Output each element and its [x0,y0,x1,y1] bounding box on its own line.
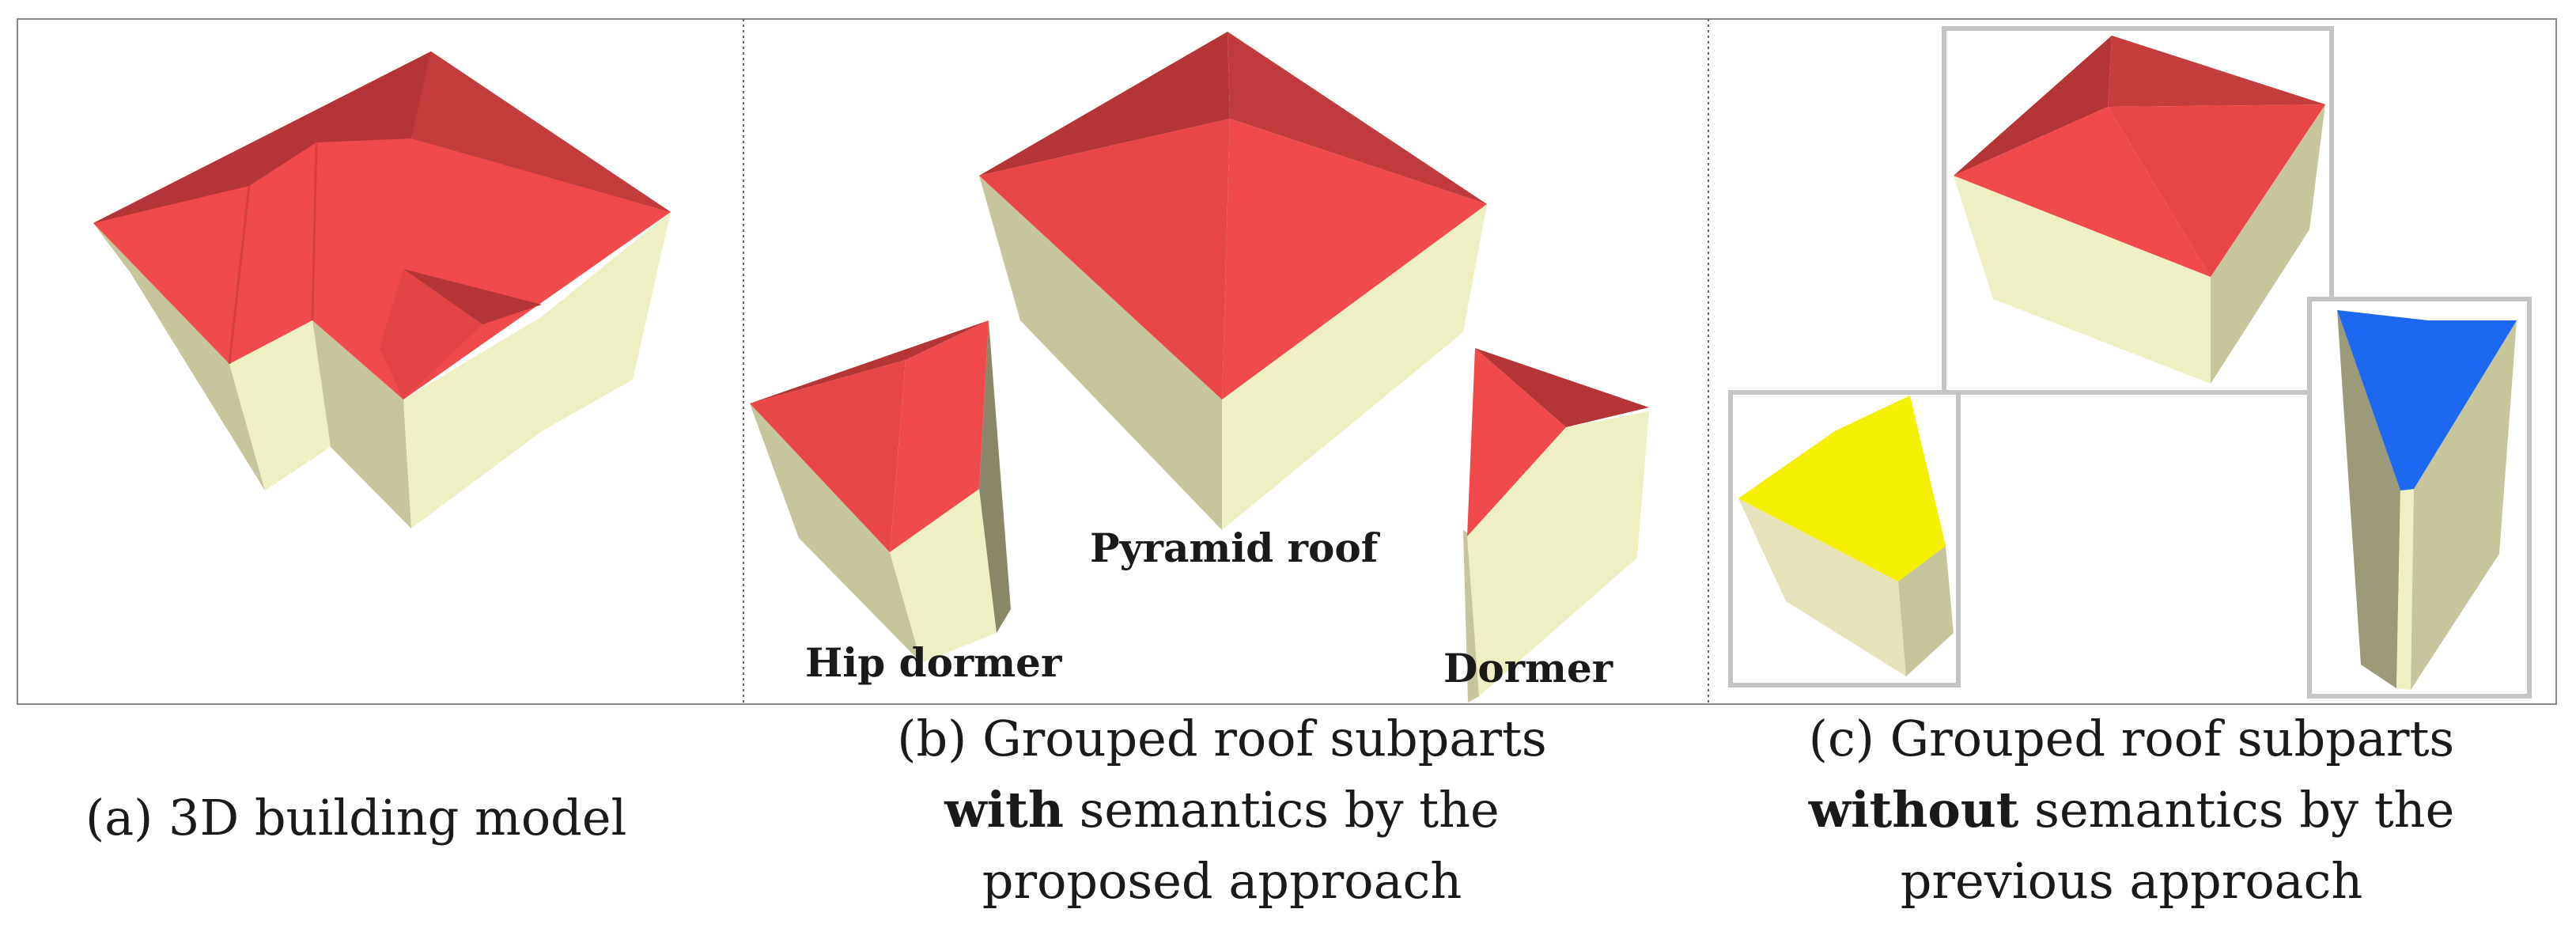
caption-b-with: with [944,781,1064,839]
blue-wall-right [2411,320,2517,690]
pyramid-roof-front-left [979,119,1230,400]
dormer-model [1463,348,1649,703]
figure-frame [17,18,2557,705]
blue-wall-left [2337,310,2400,688]
caption-c-without: without [1808,781,2019,839]
hip-dormer-roof-dark [750,320,989,403]
hip-dormer-roof-left [750,360,906,552]
wall-far-a [542,212,671,431]
red-roof-right-dark [2108,36,2325,107]
wall-right-a [403,316,542,528]
hip-dormer-side [979,320,1011,633]
dormer-wall-right [1467,411,1649,696]
caption-b-line2: with semantics by the [944,781,1500,839]
roof-dormer-dark-a [403,269,542,324]
dormer-roof [1467,348,1566,536]
yellow-wall-right [1898,546,1954,676]
red-wall-right [2211,104,2325,384]
pyramid-roof-front-right [1222,119,1487,400]
group-box-blue [2307,297,2532,699]
caption-c-line2: without semantics by the [1808,781,2455,839]
caption-b-line3: proposed approach [982,852,1462,910]
red-wall-left [1954,176,2211,384]
red-roof-left [1954,107,2211,277]
yellow-roof [1738,396,1946,581]
pyramid-roof-left-dark [979,32,1230,176]
pyramid-roof-right-dark [1227,32,1487,204]
hip-dormer-model [750,320,1011,663]
roof-back-right-a [411,51,671,212]
building-model [93,51,671,528]
label-hip-dormer: Hip dormer [805,639,1062,686]
roof-dormer-a [380,269,482,400]
pyramid-wall-left [979,176,1222,530]
wall-front-a [229,320,331,491]
yellow-wall-left [1738,498,1906,676]
roof-ridge-a1 [228,185,251,365]
hip-dormer-wall-left [750,403,921,663]
caption-c-line1: (c) Grouped roof subparts [1809,710,2454,767]
caption-a: (a) 3D building model [85,789,626,847]
caption-c-line3: previous approach [1901,852,2363,910]
caption-b-line1: (b) Grouped roof subparts [897,710,1546,767]
wall-notch-a [312,320,411,528]
red-roof-right [2108,104,2325,277]
pyramid-wall-right [1222,204,1487,530]
pyramid-roof-model [979,32,1487,530]
red-roof-dark [1954,36,2112,176]
hip-dormer-roof-right [890,320,989,552]
dormer-roof-dark [1475,348,1649,427]
group-box-red [1942,26,2334,395]
roof-ridge-a2 [311,142,318,321]
caption-c-line2-rest: semantics by the [2018,781,2454,839]
label-pyramid-roof: Pyramid roof [1090,525,1381,571]
blue-wall-mid [2396,489,2414,690]
blue-roof [2337,310,2517,491]
label-dormer: Dormer [1443,645,1613,691]
hip-dormer-wall-right [890,489,997,663]
caption-b-line2-rest: semantics by the [1064,781,1500,839]
group-box-yellow [1728,390,1961,687]
roof-back-dark-a [93,51,431,223]
